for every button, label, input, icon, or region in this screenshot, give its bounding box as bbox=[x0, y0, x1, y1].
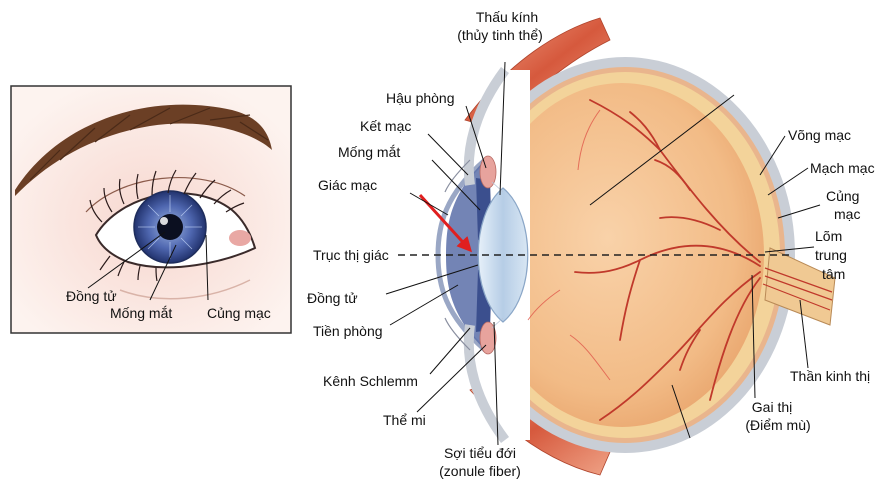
label-iris: Mống mắt bbox=[338, 144, 400, 160]
label-lens-1: Thấu kính bbox=[476, 9, 538, 25]
ciliary-lower bbox=[479, 321, 497, 355]
label-cornea: Giác mạc bbox=[318, 177, 377, 193]
pupil-disc bbox=[157, 214, 183, 240]
label-visual-axis: Trục thị giác bbox=[313, 247, 389, 263]
label-pupil: Đồng tử bbox=[307, 290, 358, 306]
label-sclera-1: Củng bbox=[826, 188, 859, 204]
inset-label-iris: Mống mắt bbox=[110, 305, 172, 321]
inset-leader-lines bbox=[87, 231, 209, 301]
caruncle bbox=[229, 230, 251, 246]
inset-label-pupil: Đồng tử bbox=[66, 288, 117, 304]
lens bbox=[477, 187, 529, 323]
inset-label-sclera: Củng mạc bbox=[207, 305, 271, 321]
label-lens-2: (thủy tinh thể) bbox=[457, 27, 543, 43]
label-choroid: Mạch mạc bbox=[810, 160, 875, 176]
label-retina: Võng mạc bbox=[788, 127, 851, 143]
label-optic-disc-2: (Điểm mù) bbox=[745, 417, 810, 433]
label-fovea-2: trung bbox=[815, 247, 847, 263]
external-eye-inset bbox=[10, 85, 292, 334]
label-posterior-chamber: Hậu phòng bbox=[386, 90, 455, 106]
eye-cross-section bbox=[435, 17, 836, 476]
label-fovea-3: tâm bbox=[822, 266, 845, 282]
label-optic-disc-1: Gai thị bbox=[752, 399, 792, 415]
diagram-labels: Đồng tử Mống mắt Củng mạc Thấu kính (thủ… bbox=[66, 9, 875, 479]
main-leader-lines bbox=[385, 61, 821, 446]
label-sclera-2: mạc bbox=[834, 206, 860, 222]
label-fovea-1: Lõm bbox=[815, 228, 842, 244]
label-conjunctiva: Kết mạc bbox=[360, 118, 411, 134]
label-optic-nerve: Thần kinh thị bbox=[790, 368, 870, 384]
retinal-vessels bbox=[574, 99, 761, 421]
label-anterior-chamber: Tiền phòng bbox=[313, 323, 383, 339]
label-zonule-1: Sợi tiểu đới bbox=[444, 445, 516, 461]
eyebrow-hairs bbox=[29, 107, 269, 181]
label-ciliary-body: Thể mi bbox=[383, 412, 426, 428]
ciliary-upper bbox=[479, 155, 497, 189]
label-zonule-2: (zonule fiber) bbox=[439, 463, 521, 479]
eyelashes bbox=[89, 169, 245, 282]
label-schlemm: Kênh Schlemm bbox=[323, 373, 418, 389]
